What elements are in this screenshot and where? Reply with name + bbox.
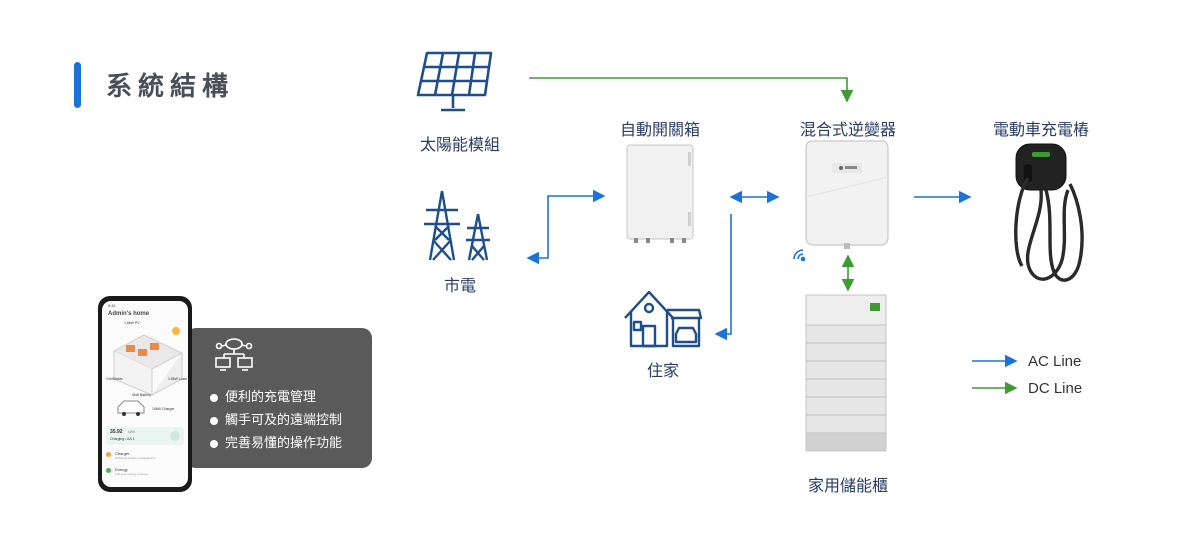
charger-icon [106, 452, 111, 457]
charging-value: 35.92 [110, 429, 123, 435]
house-label: 0kW Battery [132, 393, 152, 397]
phone-mockup: 9:41 Admin's home 1.8kW PV GridStatus 1.… [98, 296, 192, 492]
feature-item: 便利的充電管理 [210, 386, 316, 405]
house-label: 1.8kW Load [168, 377, 187, 381]
status-time: 9:41 [108, 303, 116, 308]
switch-box-image [626, 144, 694, 243]
list-item[interactable]: Energy Full your energy process [106, 467, 184, 479]
charge-status-icon[interactable] [170, 431, 180, 441]
list-item-title: Charger [115, 451, 130, 456]
hybrid-inverter-image [805, 140, 889, 249]
grid-label: 市電 [443, 276, 476, 295]
title-accent-bar [74, 62, 81, 108]
home-label: 住家 [646, 361, 679, 380]
legend-dc-label: DC Line [1028, 380, 1083, 397]
bullet-icon [210, 393, 218, 402]
power-tower-icon [424, 190, 490, 261]
ev-charger-label: 電動車充電樁 [992, 120, 1089, 139]
inverter-label: 混合式逆變器 [799, 120, 896, 139]
solar-panel-icon [416, 51, 493, 112]
house-icon [624, 290, 703, 348]
feature-item: 觸手可及的遠端控制 [210, 409, 342, 428]
list-item-title: Energy [115, 467, 128, 472]
house-label: 10kW Charger [152, 407, 175, 411]
charging-label: Charging • AA 1 [110, 437, 135, 441]
house-label: GridStatus [106, 377, 123, 381]
ac-line-grid-ats [526, 189, 606, 265]
remote-control-network-icon [215, 338, 253, 371]
charging-card[interactable]: 35.92 kWh Charging • AA 1 [106, 427, 184, 445]
solar-label: 太陽能模組 [419, 135, 500, 154]
app-screen: 9:41 Admin's home 1.8kW PV GridStatus 1.… [102, 301, 188, 487]
house-label: 1.8kW PV [124, 321, 140, 325]
feature-item: 完善易懂的操作功能 [210, 432, 342, 451]
battery-cabinet-image [805, 294, 887, 452]
ev-charger-image [1014, 143, 1084, 282]
charging-unit: kWh [128, 430, 135, 434]
page-title: 系統結構 [106, 72, 235, 102]
bullet-icon [210, 439, 218, 448]
ac-line-ats-home [714, 214, 732, 341]
energy-icon [106, 468, 111, 473]
house-energy-illustration [112, 327, 184, 416]
ats-label: 自動開關箱 [619, 120, 700, 139]
app-home-title[interactable]: Admin's home [108, 311, 150, 317]
wifi-signal-icon [793, 249, 806, 262]
bullet-icon [210, 416, 218, 425]
list-item-subtitle: Full your energy process [115, 472, 148, 476]
battery-label: 家用儲能櫃 [807, 476, 888, 495]
legend-ac-label: AC Line [1028, 353, 1082, 370]
list-item[interactable]: Charger Charging station management [106, 451, 184, 463]
list-item-subtitle: Charging station management [115, 456, 156, 460]
dc-line-solar-inverter [529, 77, 854, 103]
